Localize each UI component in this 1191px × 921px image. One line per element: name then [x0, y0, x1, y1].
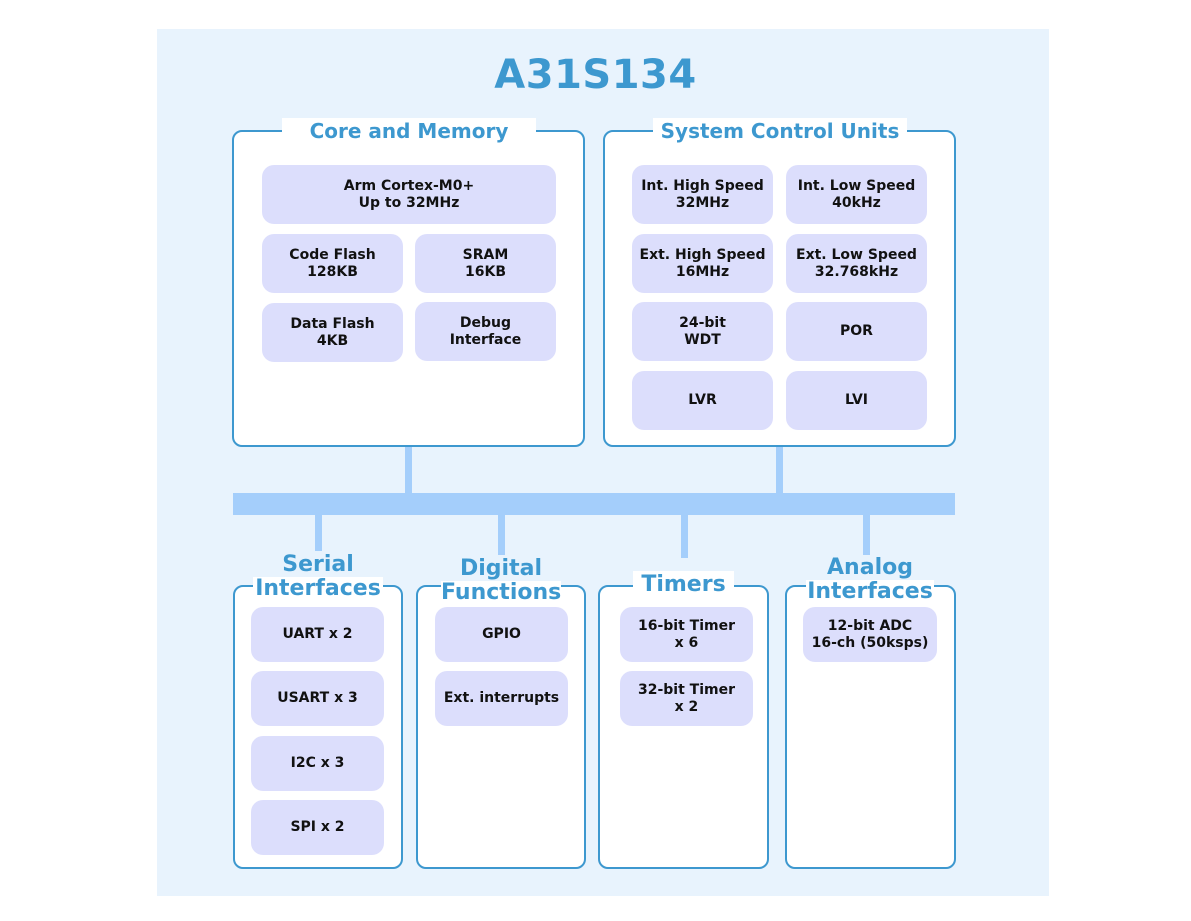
digital-functions-title: Digital Functions: [441, 557, 561, 605]
adc-block: 12-bit ADC 16-ch (50ksps): [803, 607, 937, 662]
analog-interfaces-title: Analog Interfaces: [806, 556, 934, 604]
timer16-block: 16-bit Timer x 6: [620, 607, 753, 662]
gpio-block: GPIO: [435, 607, 568, 662]
i2c-block: I2C x 3: [251, 736, 384, 791]
timer32-block: 32-bit Timer x 2: [620, 671, 753, 726]
data-flash-block: Data Flash 4KB: [262, 303, 403, 362]
lower-connector-serial: [315, 515, 322, 551]
usart-block: USART x 3: [251, 671, 384, 726]
ext-high-speed-block: Ext. High Speed 16MHz: [632, 234, 773, 293]
system-control-title: System Control Units: [653, 118, 907, 144]
analog-title-line1: Analog: [806, 556, 934, 580]
uart-block: UART x 2: [251, 607, 384, 662]
int-high-speed-block: Int. High Speed 32MHz: [632, 165, 773, 224]
code-flash-block: Code Flash 128KB: [262, 234, 403, 293]
lower-connector-timers: [681, 515, 688, 558]
sram-block: SRAM 16KB: [415, 234, 556, 293]
serial-title-line1: Serial: [253, 553, 383, 577]
system-bus: [233, 493, 955, 515]
upper-connector-core: [405, 445, 412, 495]
ext-low-speed-block: Ext. Low Speed 32.768kHz: [786, 234, 927, 293]
lvr-block: LVR: [632, 371, 773, 430]
analog-title-line2: Interfaces: [806, 579, 934, 604]
lvi-block: LVI: [786, 371, 927, 430]
ext-interrupts-block: Ext. interrupts: [435, 671, 568, 726]
lower-connector-analog: [863, 515, 870, 555]
chip-title: A31S134: [494, 52, 697, 98]
digital-title-line1: Digital: [441, 557, 561, 581]
cpu-block: Arm Cortex-M0+ Up to 32MHz: [262, 165, 556, 224]
serial-title-line2: Interfaces: [253, 577, 383, 601]
spi-block: SPI x 2: [251, 800, 384, 855]
debug-interface-block: Debug Interface: [415, 302, 556, 361]
timers-title: Timers: [633, 571, 734, 599]
lower-connector-digital: [498, 515, 505, 555]
wdt-block: 24-bit WDT: [632, 302, 773, 361]
serial-interfaces-title: Serial Interfaces: [253, 553, 383, 601]
int-low-speed-block: Int. Low Speed 40kHz: [786, 165, 927, 224]
digital-title-line2: Functions: [441, 580, 562, 605]
por-block: POR: [786, 302, 927, 361]
upper-connector-system: [776, 445, 783, 495]
core-memory-title: Core and Memory: [282, 118, 536, 144]
